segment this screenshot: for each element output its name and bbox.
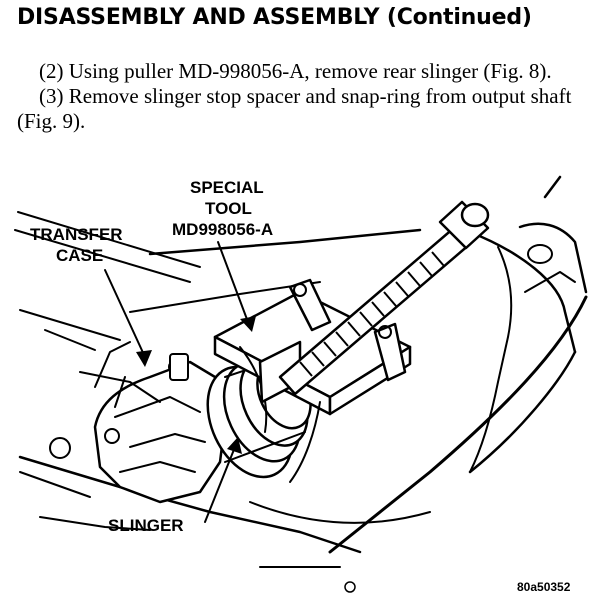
label-slinger: SLINGER <box>108 516 184 535</box>
step-2: (2) Using puller MD-998056-A, remove rea… <box>39 59 552 83</box>
label-special-tool-line2: TOOL <box>205 199 252 218</box>
label-special-tool-line1: SPECIAL <box>190 178 264 197</box>
label-transfer-case-line1: TRANSFER <box>30 225 123 244</box>
special-tool-puller <box>213 278 412 483</box>
puller-illustration: TRANSFER CASE SPECIAL TOOL MD998056-A SL… <box>14 175 588 594</box>
vehicle-body-right <box>328 175 588 554</box>
forcing-screw <box>278 200 490 396</box>
section-heading: DISASSEMBLY AND ASSEMBLY (Continued) <box>17 5 532 30</box>
label-transfer-case-line2: CASE <box>56 246 103 265</box>
step-3: (3) Remove slinger stop spacer and snap-… <box>17 84 572 133</box>
figure-id: 80a50352 <box>517 580 571 594</box>
procedure-text: (2) Using puller MD-998056-A, remove rea… <box>17 59 589 134</box>
leader-lines <box>39 241 256 531</box>
transfer-case-housing <box>79 341 227 504</box>
label-special-tool-line3: MD998056-A <box>172 220 273 239</box>
